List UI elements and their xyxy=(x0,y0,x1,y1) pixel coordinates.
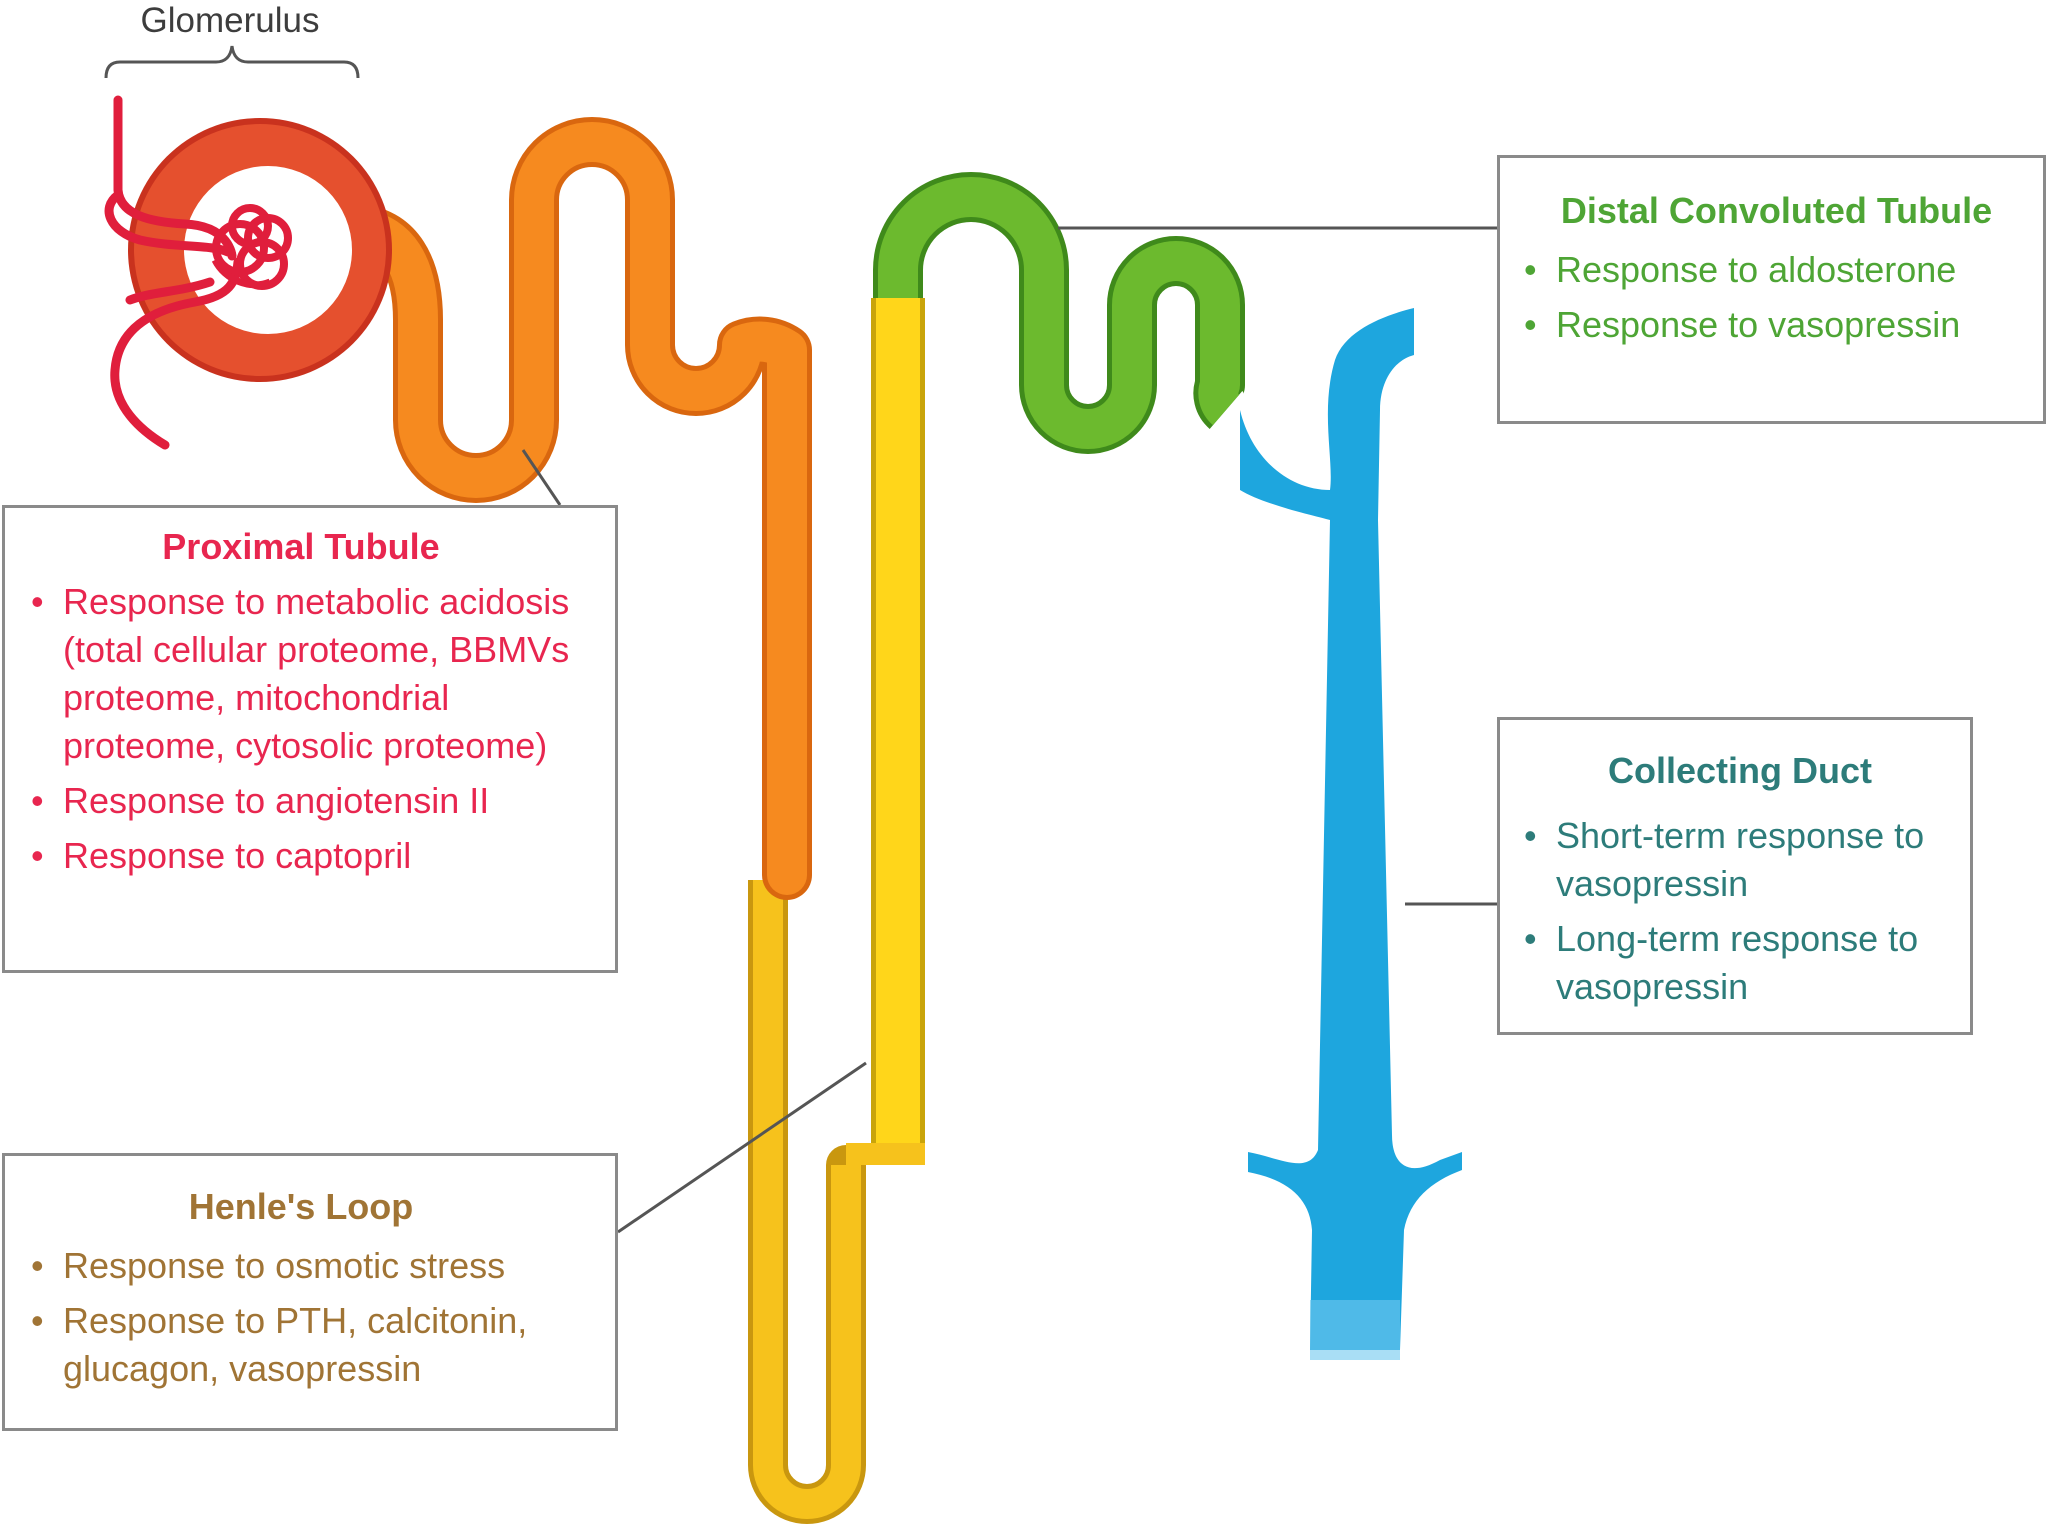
list-item: Response to vasopressin xyxy=(1520,301,2033,349)
proximal-tubule-list: Response to metabolic acidosis (total ce… xyxy=(27,578,605,880)
glomerulus-label: Glomerulus xyxy=(140,1,320,40)
henle-leader-line xyxy=(617,1061,867,1234)
proximal-leader-line xyxy=(521,449,562,506)
henle-loop-box: Henle's Loop Response to osmotic stress … xyxy=(2,1153,618,1431)
proximal-tubule xyxy=(340,117,812,900)
henle-loop-title: Henle's Loop xyxy=(188,1186,414,1227)
distal-tubule xyxy=(873,172,1245,454)
list-item: Response to metabolic acidosis (total ce… xyxy=(27,578,605,770)
collecting-duct-list: Short-term response to vasopressin Long-… xyxy=(1520,812,1960,1011)
proximal-tubule-title: Proximal Tubule xyxy=(162,526,440,567)
distal-tubule-list: Response to aldosterone Response to vaso… xyxy=(1520,246,2033,349)
list-item: Response to PTH, calcitonin, glucagon, v… xyxy=(27,1297,605,1393)
list-item: Response to captopril xyxy=(27,832,605,880)
distal-tubule-title: Distal Convoluted Tubule xyxy=(1560,190,1993,231)
list-item: Response to aldosterone xyxy=(1520,246,2033,294)
list-item: Response to osmotic stress xyxy=(27,1242,605,1290)
collecting-duct-title: Collecting Duct xyxy=(1607,750,1872,791)
list-item: Short-term response to vasopressin xyxy=(1520,812,1960,908)
proximal-tubule-box: Proximal Tubule Response to metabolic ac… xyxy=(2,505,618,973)
glomerulus xyxy=(104,95,392,450)
distal-tubule-box: Distal Convoluted Tubule Response to ald… xyxy=(1497,155,2046,424)
list-item: Long-term response to vasopressin xyxy=(1520,915,1960,1011)
collecting-duct-box: Collecting Duct Short-term response to v… xyxy=(1497,717,1973,1035)
collecting-duct xyxy=(1240,308,1462,1360)
list-item: Response to angiotensin II xyxy=(27,777,605,825)
henle-loop xyxy=(748,298,925,1524)
henle-loop-list: Response to osmotic stress Response to P… xyxy=(27,1242,605,1393)
glomerulus-bracket xyxy=(104,45,360,79)
